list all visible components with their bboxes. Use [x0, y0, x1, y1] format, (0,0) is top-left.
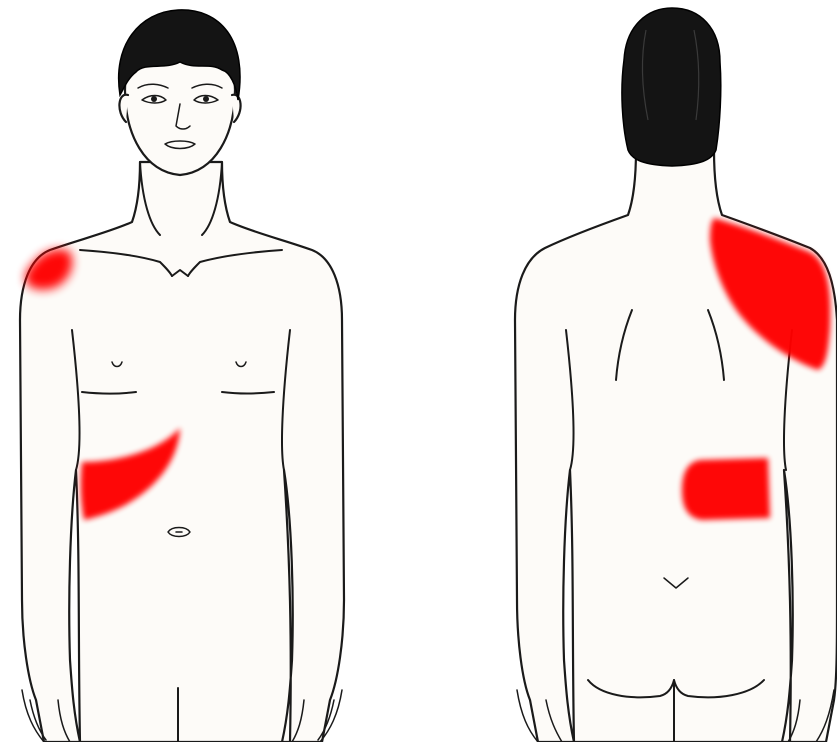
- back-head-hair: [622, 8, 721, 166]
- front-body-outline: [20, 162, 344, 742]
- back-pain-mid-back: [682, 458, 770, 520]
- front-view-figure: [20, 10, 344, 742]
- back-body-outline: [515, 150, 837, 742]
- back-view-figure: [515, 8, 837, 742]
- front-right-pupil: [203, 96, 209, 102]
- front-left-pupil: [151, 96, 157, 102]
